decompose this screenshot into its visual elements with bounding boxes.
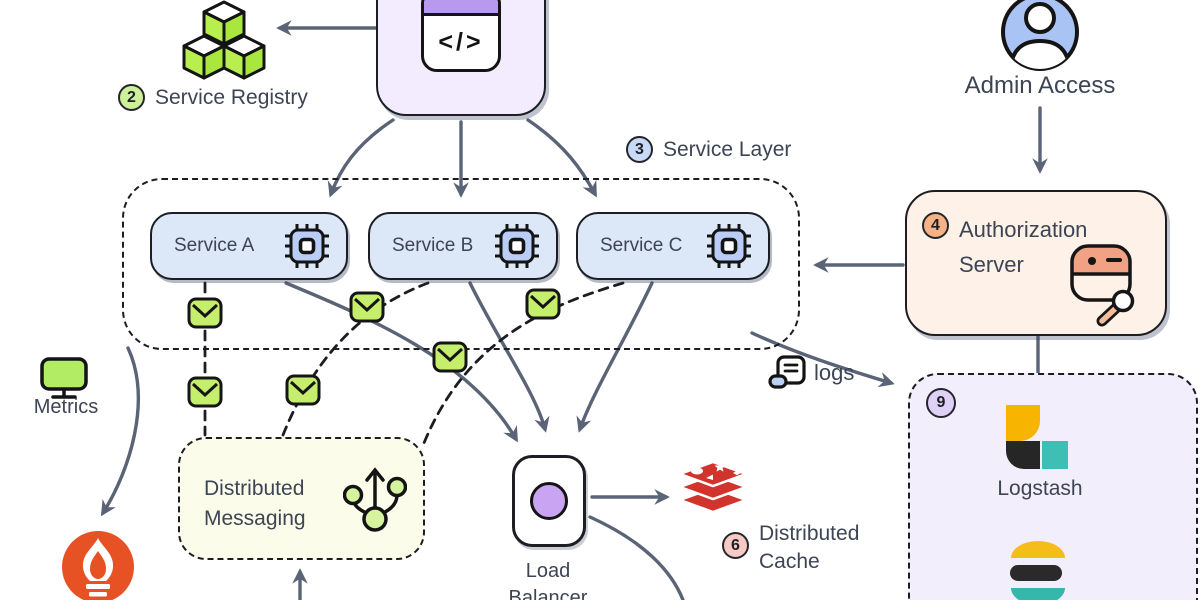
envelope-icon — [349, 291, 385, 323]
redis-icon — [676, 458, 750, 516]
lb-dot — [530, 482, 568, 520]
prometheus-icon — [60, 529, 136, 600]
arrow-gateway-to-service-a — [327, 118, 395, 198]
elasticsearch-icon — [1008, 538, 1068, 600]
cubes-icon — [176, 0, 271, 82]
service-c-box: Service C — [576, 212, 770, 280]
cache-label: 6 Distributed Cache — [722, 520, 859, 576]
code-glyph: </> — [438, 28, 484, 56]
auth-label-line2: Server — [959, 252, 1024, 277]
dashed-service-c-to-messaging — [420, 281, 625, 450]
curve-lb-bottom — [588, 515, 685, 600]
envelope-icon — [525, 288, 561, 320]
logs-label-text: logs — [814, 360, 855, 385]
messaging-label-line1: Distributed — [204, 477, 305, 500]
elk-badge: 9 — [926, 388, 956, 418]
arrow-gateway-to-service-c — [526, 118, 597, 198]
elk-box — [908, 373, 1198, 600]
cpu-chip-icon — [706, 223, 752, 269]
admin-access-label: Admin Access — [964, 72, 1116, 99]
cache-badge: 6 — [722, 532, 749, 559]
logstash-icon — [1006, 405, 1070, 471]
cache-label-line1: Distributed — [759, 522, 860, 545]
branch-icon — [343, 462, 407, 534]
registry-badge: 2 — [118, 84, 145, 111]
service-a-label: Service A — [174, 235, 255, 256]
auth-server-label: 4 Authorization Server — [922, 212, 1087, 282]
auth-badge: 4 — [922, 212, 949, 239]
envelope-icon — [187, 297, 223, 329]
service-layer-label-text: Service Layer — [663, 137, 792, 161]
envelope-icon — [432, 341, 468, 373]
metrics-label: Metrics — [33, 396, 99, 418]
envelope-icon — [187, 376, 223, 408]
logs-label: logs — [766, 352, 854, 394]
service-layer-badge: 3 — [626, 136, 653, 163]
messaging-box — [178, 437, 425, 560]
messaging-label-line2: Messaging — [204, 507, 306, 530]
arrow-service-c-to-lb — [576, 281, 654, 433]
monitor-icon — [36, 356, 92, 402]
messaging-label: Distributed Messaging — [204, 474, 306, 534]
cache-label-line2: Cache — [759, 550, 820, 573]
service-layer-label: 3 Service Layer — [626, 136, 791, 163]
service-registry-label: 2 Service Registry — [118, 84, 308, 111]
service-b-box: Service B — [368, 212, 558, 280]
envelope-icon — [285, 374, 321, 406]
logstash-label: Logstash — [997, 477, 1083, 500]
arrow-service-a-to-lb — [284, 281, 518, 443]
service-a-box: Service A — [150, 212, 348, 280]
service-c-label: Service C — [600, 235, 683, 256]
arrow-service-b-to-lb — [468, 281, 550, 433]
lb-label-line2: Balancer — [508, 587, 588, 600]
arrow-layer-to-prometheus — [100, 346, 140, 517]
load-balancer-label: Load Balancer — [498, 558, 598, 600]
auth-label-line1: Authorization — [959, 217, 1088, 242]
registry-label-text: Service Registry — [155, 85, 308, 109]
load-balancer-node — [512, 455, 586, 547]
cpu-chip-icon — [494, 223, 540, 269]
scroll-icon — [766, 352, 808, 394]
code-window-icon: </> — [421, 0, 501, 72]
user-icon — [998, 0, 1082, 74]
service-b-label: Service B — [392, 235, 474, 256]
cpu-chip-icon — [284, 223, 330, 269]
robot-key-icon — [1068, 238, 1138, 328]
lb-label-line1: Load — [525, 560, 571, 582]
